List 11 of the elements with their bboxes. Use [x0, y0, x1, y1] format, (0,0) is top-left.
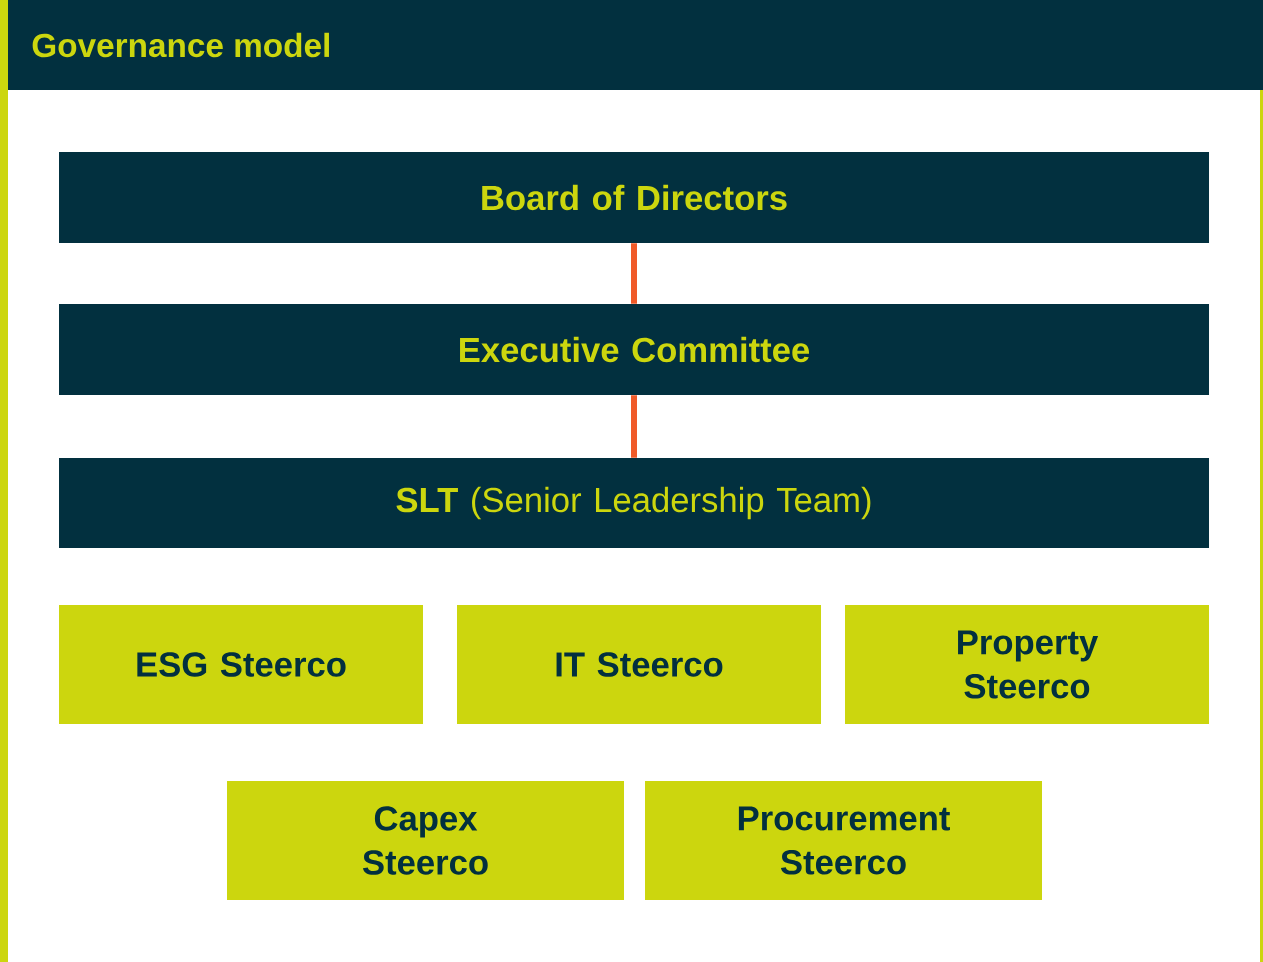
steerco-box: ESG Steerco [59, 605, 423, 724]
steerco-box: Procurement Steerco [645, 781, 1042, 900]
connector-line [631, 243, 637, 304]
committee-box: Executive Committee [59, 304, 1209, 395]
committee-box: SLT (Senior Leadership Team) [59, 458, 1209, 548]
steerco-box: IT Steerco [457, 605, 821, 724]
title-banner: Governance model [8, 0, 1263, 90]
steerco-box: Capex Steerco [227, 781, 624, 900]
connector-line [631, 395, 637, 458]
steerco-box: Property Steerco [845, 605, 1209, 724]
committee-box: Board of Directors [59, 152, 1209, 243]
